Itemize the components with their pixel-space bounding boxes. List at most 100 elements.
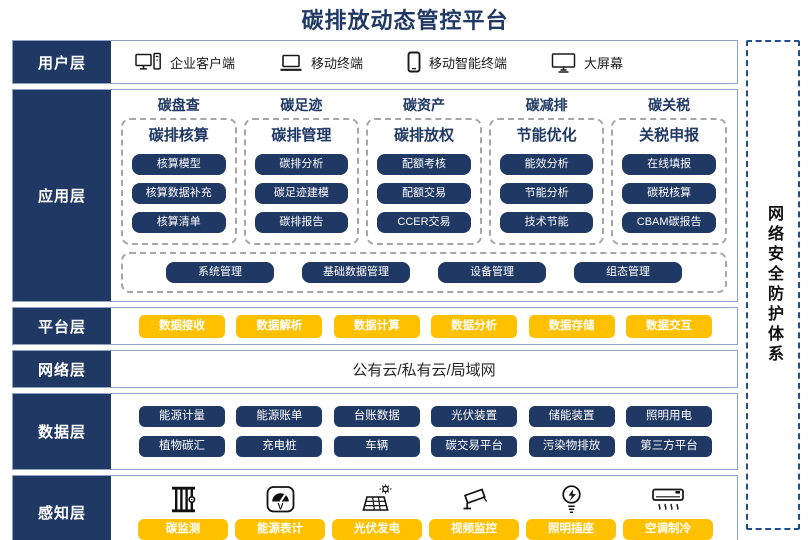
security-sidebar-label: 网络安全防护体系: [765, 205, 782, 365]
layer-label-user: 用户层: [13, 41, 111, 83]
app-column-subtitle: 碳排管理: [271, 127, 332, 144]
cctv-camera-icon: [457, 481, 491, 515]
application-common: 系统管理基础数据管理设备管理组态管理: [119, 252, 729, 293]
smartphone-icon: [407, 51, 421, 73]
layer-label-perception: 感知层: [13, 476, 111, 540]
app-column-subtitle: 碳排放权: [393, 127, 454, 144]
data-source-chip: 能源账单: [236, 406, 323, 427]
application-columns: 碳盘查碳排核算核算模型核算数据补充核算清单碳足迹碳排管理碳排分析碳足迹建模碳排报…: [119, 94, 729, 245]
app-module-chip: CBAM碳报告: [622, 212, 716, 233]
sensor-item: 空调制冷: [622, 481, 714, 540]
app-column-box: 碳排管理碳排分析碳足迹建模碳排报告: [243, 118, 360, 245]
app-module-chip: 节能分析: [499, 183, 594, 204]
page-title: 碳排放动态管控平台: [301, 8, 509, 33]
platform-service-chip: 数据存储: [528, 314, 615, 338]
app-common-chip: 基础数据管理: [302, 262, 410, 283]
user-terminal-label: 大屏幕: [584, 55, 624, 71]
app-column: 碳足迹碳排管理碳排分析碳足迹建模碳排报告: [243, 94, 360, 245]
sensor-label: 空调制冷: [623, 519, 713, 540]
app-module-chip: 核算数据补充: [132, 183, 226, 204]
layer-application: 应用层 碳盘查碳排核算核算模型核算数据补充核算清单碳足迹碳排管理碳排分析碳足迹建…: [12, 89, 738, 302]
app-column-subtitle: 节能优化: [516, 127, 577, 144]
air-conditioner-icon: [651, 481, 685, 515]
sensor-item: V 能源表计: [234, 481, 326, 540]
desktop-pc-icon: [135, 52, 162, 73]
app-module-chip: 能效分析: [499, 154, 594, 175]
platform-service-chip: 数据交互: [625, 314, 712, 338]
app-module-chip: 技术节能: [499, 212, 594, 233]
energy-meter-icon: V: [265, 481, 296, 515]
layer-network: 网络层 公有云/私有云/局域网: [12, 350, 738, 388]
user-terminal: 移动终端: [279, 53, 363, 72]
sensor-label: 能源表计: [235, 519, 325, 540]
sensor-item: 碳监测: [137, 481, 229, 540]
app-column: 碳关税关税申报在线填报碳税核算 CBAM碳报告: [611, 94, 727, 245]
app-module-chip: 碳税核算: [622, 183, 716, 204]
app-module-chip: 配额交易: [377, 183, 471, 204]
layer-user: 用户层 企业客户端 移动终端 移动智能终端 大屏幕: [12, 40, 738, 84]
user-terminals: 企业客户端 移动终端 移动智能终端 大屏幕: [111, 41, 737, 83]
platform-service-chip: 数据计算: [333, 314, 420, 338]
layer-platform: 平台层 数据接收数据解析数据计算数据分析数据存储数据交互: [12, 307, 738, 345]
app-column-subtitle: 关税申报: [639, 127, 700, 144]
sensor-item: 视频监控: [428, 481, 520, 540]
data-source-chip: 植物碳汇: [139, 436, 225, 457]
app-column-header: 碳资产: [402, 97, 445, 113]
app-module-chip: CCER交易: [377, 212, 471, 233]
layer-label-application: 应用层: [13, 90, 111, 301]
app-common-chip: 组态管理: [574, 262, 682, 283]
app-column-header: 碳盘查: [157, 97, 200, 113]
big-screen-icon: [551, 52, 576, 73]
sensor-label: 碳监测: [138, 519, 228, 540]
perception-sensors: 碳监测 V 能源表计光伏发电视频监控照明插座空调制冷: [111, 476, 737, 540]
app-column-header: 碳关税: [648, 97, 691, 113]
layer-label-network: 网络层: [13, 351, 111, 387]
data-source-chip: 照明用电: [625, 406, 712, 427]
app-column-header: 碳足迹: [280, 97, 323, 113]
layer-perception: 感知层 碳监测 V 能源表计光伏发电视频监控照明插座空调制冷: [12, 475, 738, 540]
app-module-chip: 核算清单: [132, 212, 226, 233]
platform-service-chip: 数据分析: [431, 314, 518, 338]
network-content: 公有云/私有云/局域网: [352, 361, 496, 379]
layer-data: 数据层 能源计量能源账单台账数据光伏装置储能装置照明用电植物碳汇充电桩车辆碳交易…: [12, 393, 738, 470]
data-source-chip: 光伏装置: [431, 406, 518, 427]
data-source-chip: 车辆: [333, 436, 420, 457]
app-column-box: 关税申报在线填报碳税核算 CBAM碳报告: [611, 118, 727, 245]
light-bulb-icon: [560, 481, 583, 515]
data-source-chip: 污染物排放: [528, 436, 615, 457]
app-module-chip: 配额考核: [377, 154, 471, 175]
app-module-chip: 核算模型: [132, 154, 226, 175]
data-source-chip: 台账数据: [333, 406, 420, 427]
layer-label-data: 数据层: [13, 394, 111, 469]
app-common-chip: 系统管理: [166, 262, 274, 283]
sensor-item: 照明插座: [525, 481, 617, 540]
security-sidebar: 网络安全防护体系: [746, 40, 800, 530]
data-source-row: 植物碳汇充电桩车辆碳交易平台污染物排放第三方平台: [139, 436, 712, 457]
sensor-label: 光伏发电: [332, 519, 422, 540]
app-column-subtitle: 碳排核算: [148, 127, 209, 144]
app-column: 碳减排节能优化能效分析节能分析技术节能: [488, 94, 605, 245]
app-column: 碳资产碳排放权配额考核配额交易 CCER交易: [366, 94, 482, 245]
user-terminal: 企业客户端: [135, 52, 235, 73]
layer-label-platform: 平台层: [13, 308, 111, 344]
application-body: 碳盘查碳排核算核算模型核算数据补充核算清单碳足迹碳排管理碳排分析碳足迹建模碳排报…: [111, 90, 737, 301]
laptop-icon: [279, 53, 303, 72]
app-module-chip: 碳足迹建模: [254, 183, 349, 204]
data-sources: 能源计量能源账单台账数据光伏装置储能装置照明用电植物碳汇充电桩车辆碳交易平台污染…: [111, 394, 737, 469]
data-source-chip: 能源计量: [139, 406, 225, 427]
application-common-box: 系统管理基础数据管理设备管理组态管理: [121, 252, 727, 293]
app-module-chip: 碳排分析: [254, 154, 349, 175]
data-source-chip: 第三方平台: [625, 436, 712, 457]
app-column-box: 碳排放权配额考核配额交易 CCER交易: [366, 118, 482, 245]
app-module-chip: 在线填报: [622, 154, 716, 175]
layer-stack: 用户层 企业客户端 移动终端 移动智能终端 大屏幕 应用层 碳盘查碳排核算核算模型核算…: [12, 40, 738, 540]
platform-service-chip: 数据解析: [236, 314, 323, 338]
app-module-chip: 碳排报告: [254, 212, 349, 233]
sensor-label: 视频监控: [429, 519, 519, 540]
user-terminal-label: 移动智能终端: [429, 55, 508, 71]
sensor-item: 光伏发电: [331, 481, 423, 540]
app-column-box: 节能优化能效分析节能分析技术节能: [488, 118, 605, 245]
user-terminal-label: 移动终端: [311, 55, 364, 71]
user-terminal: 大屏幕: [551, 52, 623, 73]
